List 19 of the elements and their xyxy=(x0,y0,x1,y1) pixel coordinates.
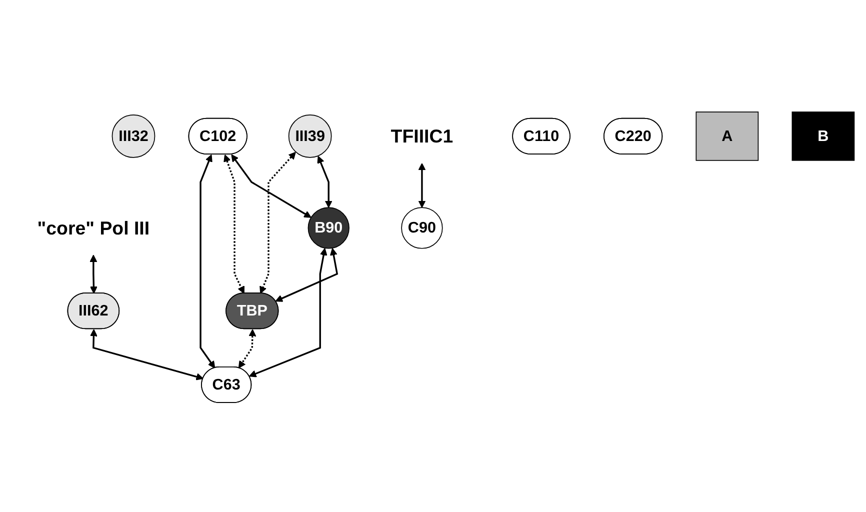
arrow xyxy=(238,329,256,368)
arrow xyxy=(231,154,312,218)
node-circle: III32 xyxy=(112,114,156,158)
arrow xyxy=(200,154,216,368)
arrow xyxy=(260,152,296,294)
node-text: "core" Pol III xyxy=(37,217,150,239)
arrow xyxy=(317,156,332,208)
arrow xyxy=(275,248,338,302)
node-text: TFIIIC1 xyxy=(390,126,454,147)
arrow xyxy=(90,329,204,380)
arrow xyxy=(418,162,426,208)
node-box: B xyxy=(792,112,855,161)
arrow xyxy=(224,154,244,294)
node-circle: III39 xyxy=(288,114,332,158)
arrow xyxy=(90,254,98,294)
node-circle: C90 xyxy=(401,207,443,249)
node-box: A xyxy=(696,112,759,161)
node-circle: B90 xyxy=(308,207,350,249)
arrow xyxy=(248,248,328,378)
